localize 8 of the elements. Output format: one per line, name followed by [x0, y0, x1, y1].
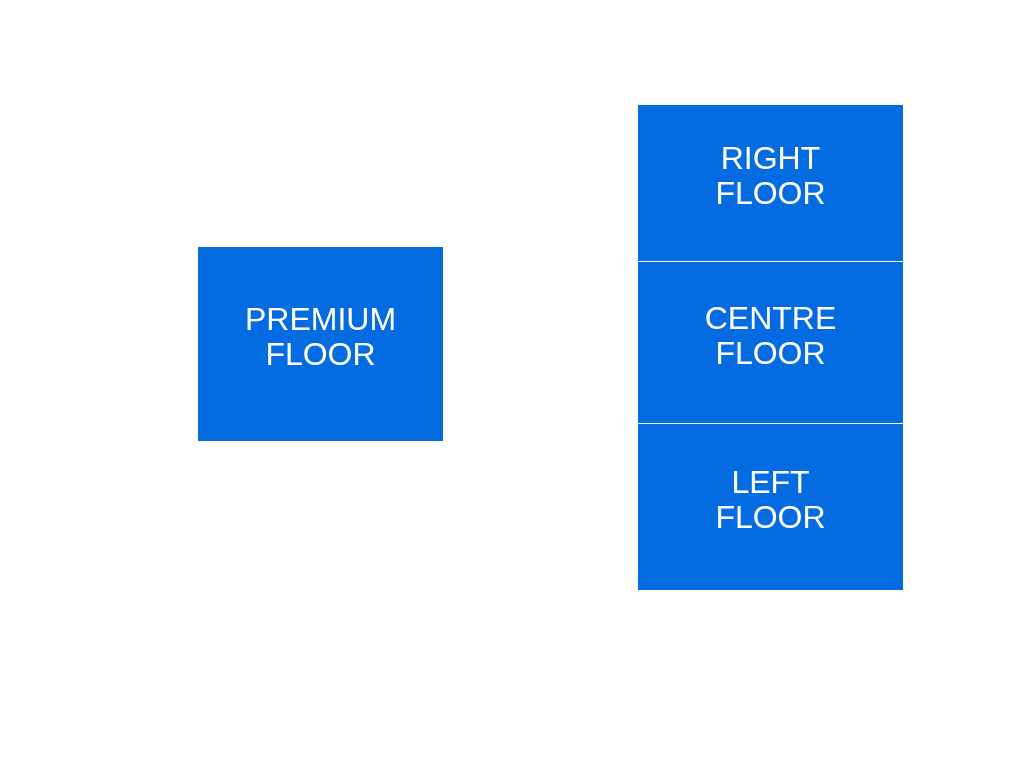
area-label: PREMIUM FLOOR [244, 302, 397, 372]
floor-area [638, 262, 903, 423]
floor-area [638, 424, 903, 590]
area-label: CENTRE FLOOR [704, 300, 837, 371]
floor-area [198, 247, 443, 441]
area-label: LEFT FLOOR [715, 465, 826, 535]
floor-area [638, 105, 903, 261]
area-label: RIGHT FLOOR [715, 141, 826, 211]
